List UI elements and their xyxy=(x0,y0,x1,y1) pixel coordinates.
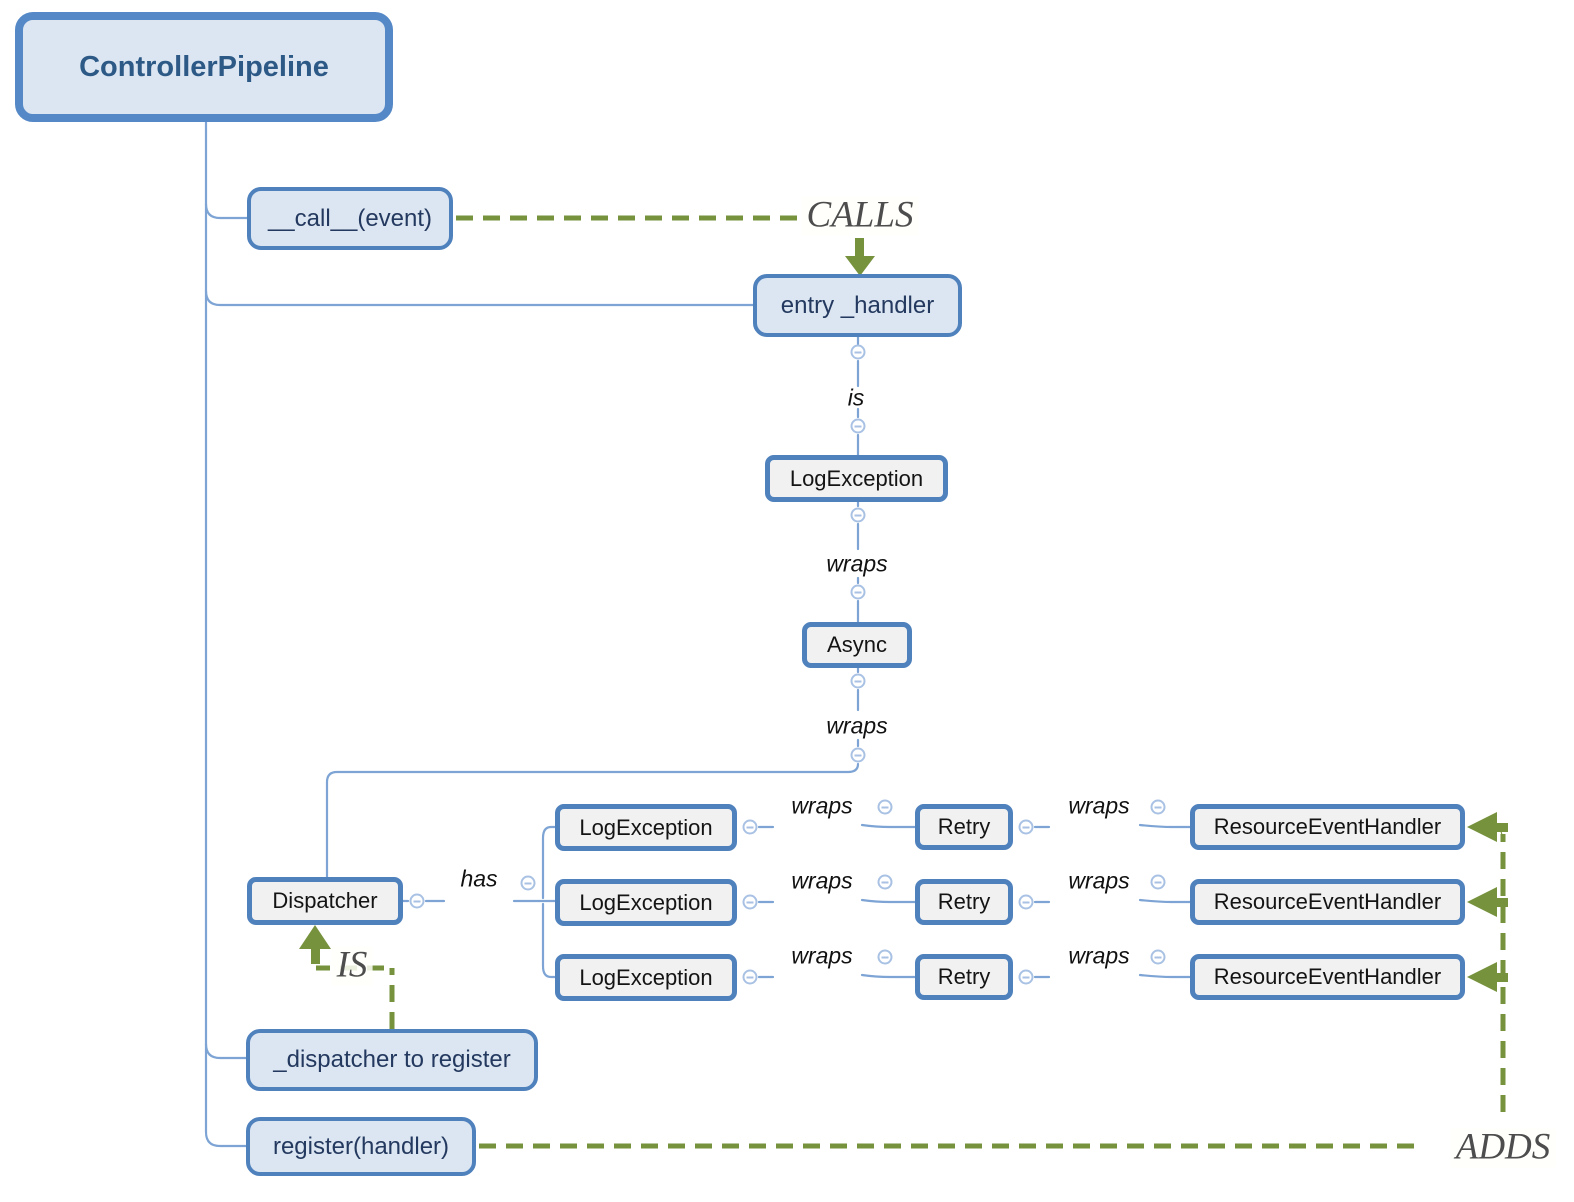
is-arrow-stem xyxy=(311,946,320,964)
label-is: is xyxy=(847,384,865,411)
collapse-toggle-icon[interactable] xyxy=(1150,799,1166,815)
tree-connector-lines xyxy=(204,120,1192,1148)
relationship-dashed-lines xyxy=(313,215,1506,1149)
collapse-toggle-icon[interactable] xyxy=(850,747,866,763)
collapse-toggle-icon[interactable] xyxy=(850,418,866,434)
node-logexception-row1[interactable]: LogException xyxy=(555,804,737,851)
node-resourceeventhandler-row1[interactable]: ResourceEventHandler xyxy=(1190,804,1465,850)
node-dispatcher-to-register[interactable]: _dispatcher to register xyxy=(246,1029,538,1091)
node-logexception-entry[interactable]: LogException xyxy=(765,455,948,502)
node-dispatcher[interactable]: Dispatcher xyxy=(247,877,403,925)
node-logexception-row3[interactable]: LogException xyxy=(555,954,737,1001)
node-retry-row1[interactable]: Retry xyxy=(915,804,1013,850)
collapse-toggle-icon[interactable] xyxy=(877,799,893,815)
node-call-event[interactable]: __call__(event) xyxy=(247,187,453,250)
collapse-toggle-icon[interactable] xyxy=(1150,874,1166,890)
collapse-toggle-icon[interactable] xyxy=(877,874,893,890)
label-wraps-row1-left: wraps xyxy=(791,792,853,819)
node-register-handler[interactable]: register(handler) xyxy=(246,1117,476,1176)
collapse-toggle-icon[interactable] xyxy=(742,894,758,910)
collapse-toggle-icon[interactable] xyxy=(1018,969,1034,985)
node-retry-row3[interactable]: Retry xyxy=(915,954,1013,1000)
collapse-toggle-icon[interactable] xyxy=(850,673,866,689)
collapse-toggle-icon[interactable] xyxy=(850,344,866,360)
label-wraps-chain2: wraps xyxy=(826,712,888,739)
node-controllerpipeline[interactable]: ControllerPipeline xyxy=(15,12,393,122)
collapse-toggle-icon[interactable] xyxy=(850,507,866,523)
adds-arrow-head-2 xyxy=(1467,887,1497,917)
label-wraps-row1-right: wraps xyxy=(1068,792,1130,819)
node-logexception-row2[interactable]: LogException xyxy=(555,879,737,926)
relationship-label-is: IS xyxy=(331,946,373,986)
collapse-toggle-icon[interactable] xyxy=(520,875,536,891)
relationship-arrowheads xyxy=(299,238,1508,992)
collapse-toggle-icon[interactable] xyxy=(1018,819,1034,835)
adds-arrow-head-1 xyxy=(1467,812,1497,842)
collapse-toggle-icon[interactable] xyxy=(409,893,425,909)
calls-arrow-stem xyxy=(855,238,864,258)
adds-arrow-head-3 xyxy=(1467,962,1497,992)
collapse-toggle-icon[interactable] xyxy=(877,949,893,965)
relationship-label-calls: CALLS xyxy=(801,196,919,236)
collapse-toggle-icon[interactable] xyxy=(742,969,758,985)
label-wraps-row3-left: wraps xyxy=(791,942,853,969)
label-wraps-row3-right: wraps xyxy=(1068,942,1130,969)
label-has: has xyxy=(460,865,498,892)
collapse-toggle-icon[interactable] xyxy=(742,819,758,835)
label-wraps-chain1: wraps xyxy=(826,550,888,577)
node-retry-row2[interactable]: Retry xyxy=(915,879,1013,925)
label-wraps-row2-right: wraps xyxy=(1068,867,1130,894)
relationship-label-adds: ADDS xyxy=(1450,1128,1556,1168)
label-wraps-row2-left: wraps xyxy=(791,867,853,894)
collapse-toggle-icon[interactable] xyxy=(1018,894,1034,910)
node-async[interactable]: Async xyxy=(802,622,912,668)
calls-arrow-head xyxy=(845,256,875,276)
node-resourceeventhandler-row2[interactable]: ResourceEventHandler xyxy=(1190,879,1465,925)
node-resourceeventhandler-row3[interactable]: ResourceEventHandler xyxy=(1190,954,1465,1000)
collapse-toggle-icon[interactable] xyxy=(850,584,866,600)
is-arrow-head xyxy=(299,925,331,949)
node-entry-handler[interactable]: entry _handler xyxy=(753,274,962,337)
collapse-toggle-icon[interactable] xyxy=(1150,949,1166,965)
